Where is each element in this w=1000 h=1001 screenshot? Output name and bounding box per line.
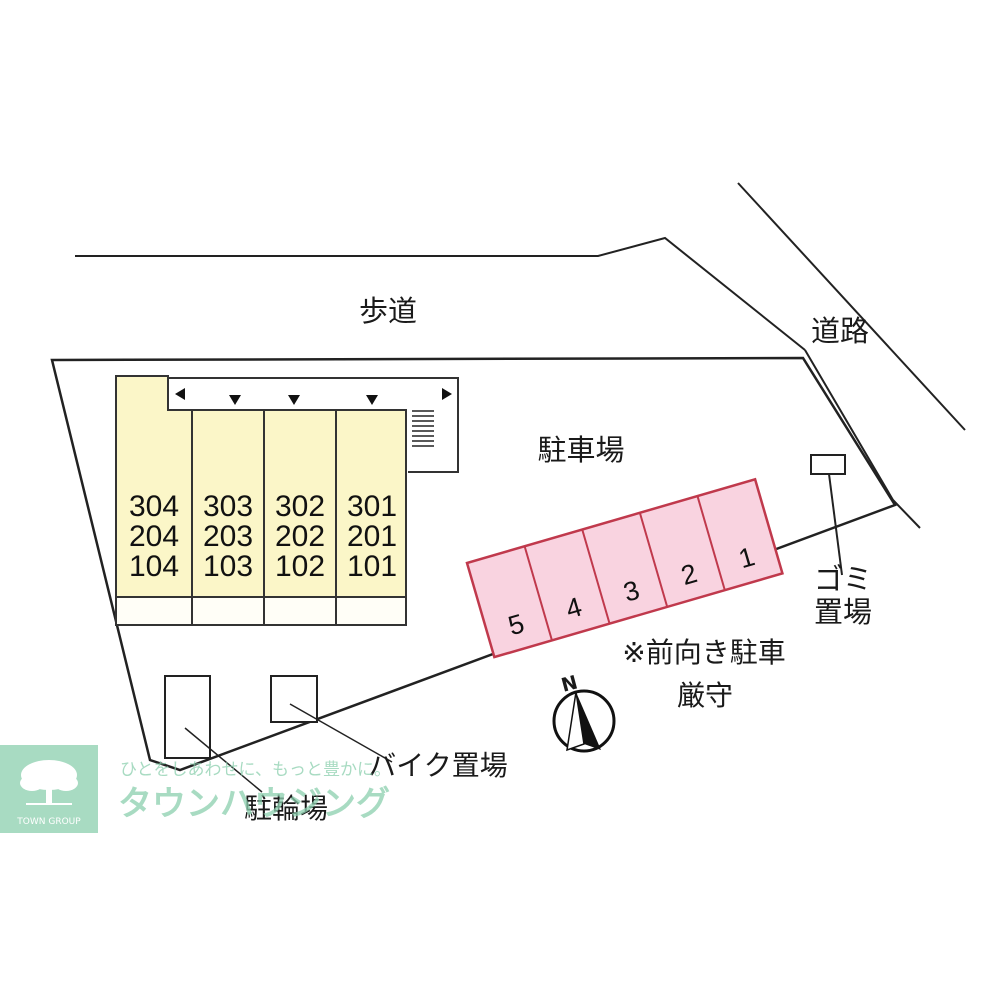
entrance-arrow [229,395,241,405]
room-number: 303 [203,490,253,523]
room-number: 304 [129,490,179,523]
north-arrow-icon: N [552,672,616,753]
stairs [412,410,434,447]
room-number: 301 [347,490,397,523]
bike-parking-label: バイク置場 [368,749,507,782]
room-number: 302 [275,490,325,523]
building-outline [115,375,407,626]
room-number: 103 [203,550,253,583]
garbage-leader-line [828,473,843,576]
road-edge-line [737,182,966,431]
parking-divider [523,545,553,641]
parking-outline [465,477,784,659]
road-edge-line-lower [804,349,921,529]
parking-divider [696,495,726,591]
road-label: 道路 [811,314,869,348]
parking-label: 駐車場 [537,433,624,467]
room-number: 202 [275,520,325,553]
room-number: 104 [129,550,179,583]
room-number: 101 [347,550,397,583]
tree-icon [20,760,78,805]
bike-leader-line [289,703,393,763]
notice-label-line1: ※前向き駐車 [622,636,785,669]
entrance-arrow [288,395,300,405]
watermark-company: タウンハウジング [118,784,390,824]
bicycle-parking-label: 駐輪場 [244,792,328,825]
parking-divider [581,529,611,624]
garbage-area-box [810,454,846,475]
parking-divider [638,512,669,608]
garbage-label-line2: 置場 [814,595,872,629]
north-label: N [559,672,580,697]
entrance-arrow-left [175,388,185,400]
notice-label-line2: 厳守 [677,679,733,712]
watermark: TOWN GROUP ひとをしあわせに、もっと豊かに。 タウンハウジング [0,745,391,833]
room-number: 102 [275,550,325,583]
corridor-outline [168,377,459,473]
bicycle-parking-box [164,675,211,759]
watermark-tagline: ひとをしあわせに、もっと豊かに。 [120,760,391,780]
balcony-strip [117,598,405,624]
entrance-arrow [366,395,378,405]
garbage-label-line1: ゴミ [814,562,872,596]
sidewalk-label: 歩道 [359,294,417,328]
bicycle-leader-line [184,727,263,793]
sidewalk-edge-line [75,236,806,351]
room-number: 201 [347,520,397,553]
entrance-arrow-right [442,388,452,400]
watermark-logo-text: TOWN GROUP [16,817,81,827]
room-number: 204 [129,520,179,553]
room-number: 203 [203,520,253,553]
